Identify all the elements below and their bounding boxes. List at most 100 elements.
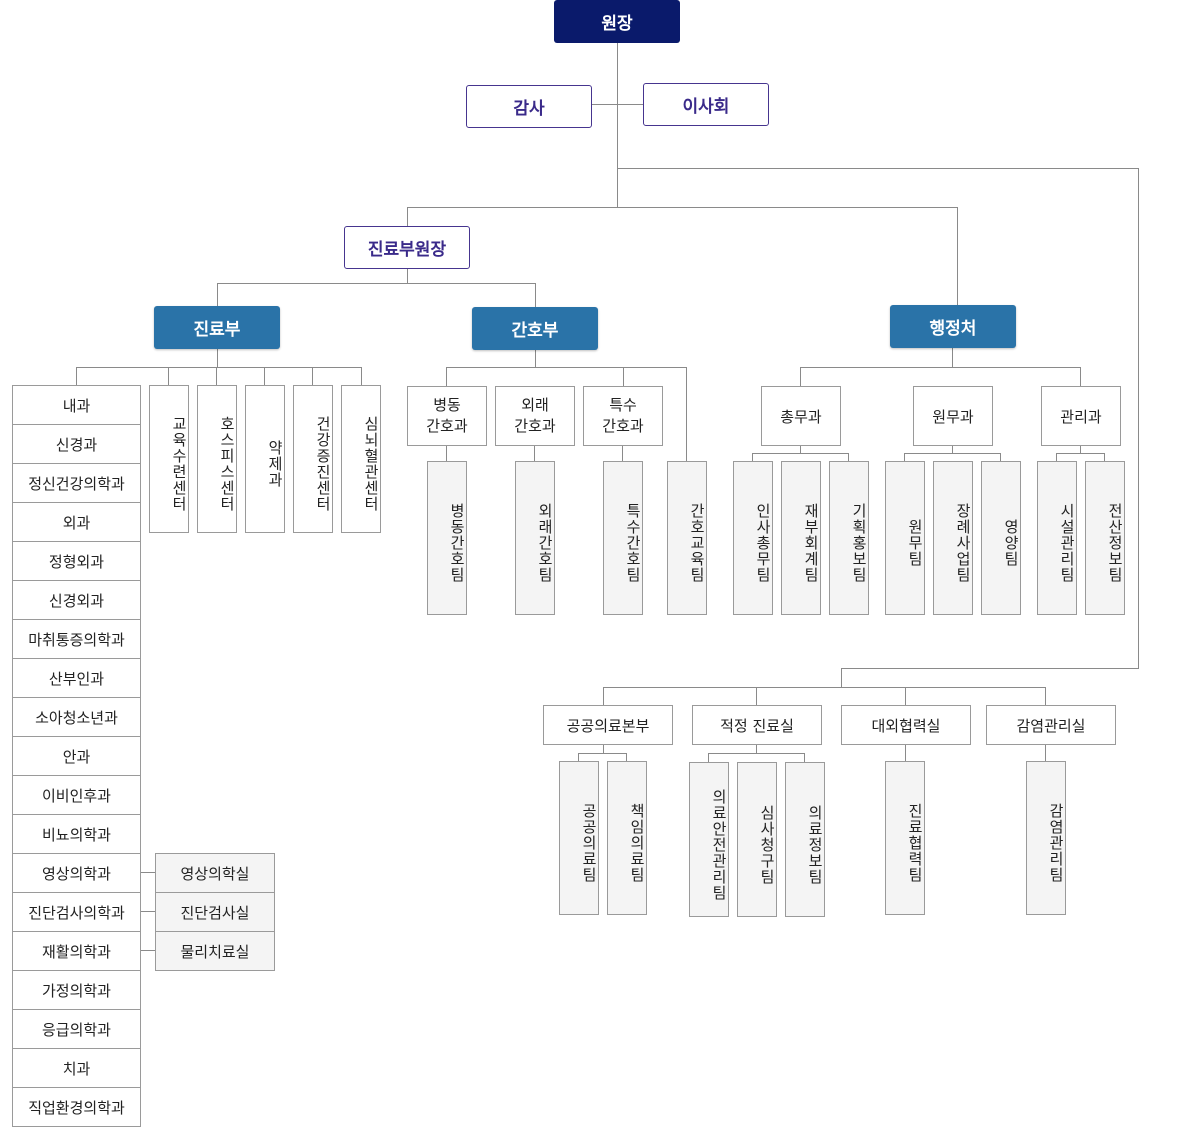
lower-dept: 대외협력실 (841, 705, 971, 745)
admin-office-node: 행정처 (890, 305, 1016, 348)
connector-line (1045, 687, 1046, 706)
admin-team: 재부회계팀 (781, 461, 821, 615)
connector-line (905, 744, 906, 762)
clinical-dept: 가정의학과 (12, 970, 141, 1010)
clinical-dept: 재활의학과 (12, 931, 141, 971)
clinical-dept: 외과 (12, 502, 141, 542)
connector-line (623, 367, 624, 387)
clinical-dept: 이비인후과 (12, 775, 141, 815)
admin-dept: 원무과 (913, 386, 993, 446)
connector-line (617, 168, 1139, 169)
admin-dept: 관리과 (1041, 386, 1121, 446)
nursing-team: 간호교육팀 (667, 461, 707, 615)
connector-line (407, 207, 408, 227)
admin-team: 영양팀 (981, 461, 1021, 615)
connector-line (591, 104, 643, 105)
connector-line (1056, 453, 1057, 462)
connector-line (446, 367, 687, 368)
connector-line (800, 367, 801, 387)
connector-line (217, 349, 218, 367)
connector-line (535, 350, 536, 368)
medical-center: 건강증진센터 (293, 385, 333, 533)
medical-center: 교육수련센터 (149, 385, 189, 533)
clinical-dept: 영상의학과 (12, 853, 141, 893)
connector-line (756, 744, 757, 753)
connector-line (217, 283, 218, 306)
nursing-team: 외래간호팀 (515, 461, 555, 615)
lower-team: 책임의료팀 (607, 761, 647, 915)
clinical-dept: 진단검사의학과 (12, 892, 141, 932)
connector-line (1138, 168, 1139, 669)
clinical-dept: 마취통증의학과 (12, 619, 141, 659)
admin-team: 인사총무팀 (733, 461, 773, 615)
connector-line (1045, 744, 1046, 762)
connector-line (841, 668, 1139, 669)
medical-dept-node: 진료부 (154, 306, 280, 349)
clinical-dept: 안과 (12, 736, 141, 776)
connector-line (841, 668, 842, 687)
lower-team: 공공의료팀 (559, 761, 599, 915)
connector-line (952, 445, 953, 454)
connector-line (957, 207, 958, 305)
admin-team: 원무팀 (885, 461, 925, 615)
connector-line (603, 687, 604, 706)
clinical-dept: 신경과 (12, 424, 141, 464)
connector-line (140, 872, 156, 873)
connector-line (1000, 453, 1001, 462)
connector-line (578, 753, 579, 762)
clinical-dept: 산부인과 (12, 658, 141, 698)
clinical-dept: 응급의학과 (12, 1009, 141, 1049)
admin-team: 장례사업팀 (933, 461, 973, 615)
connector-line (140, 950, 156, 951)
imaging-room: 물리치료실 (155, 931, 275, 971)
connector-line (708, 753, 805, 754)
connector-line (603, 744, 604, 753)
connector-line (603, 687, 1046, 688)
connector-line (407, 269, 408, 283)
connector-line (216, 367, 217, 386)
connector-line (446, 445, 447, 462)
connector-line (756, 687, 757, 706)
clinical-dept: 치과 (12, 1048, 141, 1088)
nursing-team: 병동간호팀 (427, 461, 467, 615)
lower-dept: 감염관리실 (986, 705, 1116, 745)
connector-line (407, 207, 958, 208)
clinical-dept: 정신건강의학과 (12, 463, 141, 503)
audit-node: 감사 (466, 85, 592, 128)
medical-center: 심뇌혈관센터 (341, 385, 381, 533)
connector-line (578, 753, 627, 754)
director-node: 원장 (554, 0, 680, 43)
connector-line (361, 367, 362, 386)
connector-line (1080, 445, 1081, 454)
connector-line (446, 367, 447, 387)
lower-dept: 적정 진료실 (692, 705, 822, 745)
connector-line (312, 367, 313, 386)
admin-team: 전산정보팀 (1085, 461, 1125, 615)
imaging-room: 영상의학실 (155, 853, 275, 893)
clinical-dept: 소아청소년과 (12, 697, 141, 737)
nursing-dept-node: 간호부 (472, 307, 598, 350)
admin-dept: 총무과 (761, 386, 841, 446)
connector-line (535, 283, 536, 307)
nursing-unit: 병동 간호과 (407, 386, 487, 446)
clinical-dept: 비뇨의학과 (12, 814, 141, 854)
connector-line (622, 445, 623, 462)
connector-line (264, 367, 265, 386)
connector-line (752, 453, 753, 462)
lower-team: 진료협력팀 (885, 761, 925, 915)
lower-team: 심사청구팀 (737, 762, 777, 917)
connector-line (76, 367, 362, 368)
clinical-dept: 정형외과 (12, 541, 141, 581)
nursing-team: 특수간호팀 (603, 461, 643, 615)
medical-director-node: 진료부원장 (344, 226, 470, 269)
admin-team: 기획홍보팀 (829, 461, 869, 615)
nursing-unit: 특수 간호과 (583, 386, 663, 446)
connector-line (140, 911, 156, 912)
connector-line (617, 43, 618, 207)
connector-line (904, 453, 905, 462)
connector-line (848, 453, 849, 462)
connector-line (1056, 453, 1105, 454)
connector-line (800, 367, 1081, 368)
connector-line (76, 367, 77, 386)
clinical-dept: 신경외과 (12, 580, 141, 620)
